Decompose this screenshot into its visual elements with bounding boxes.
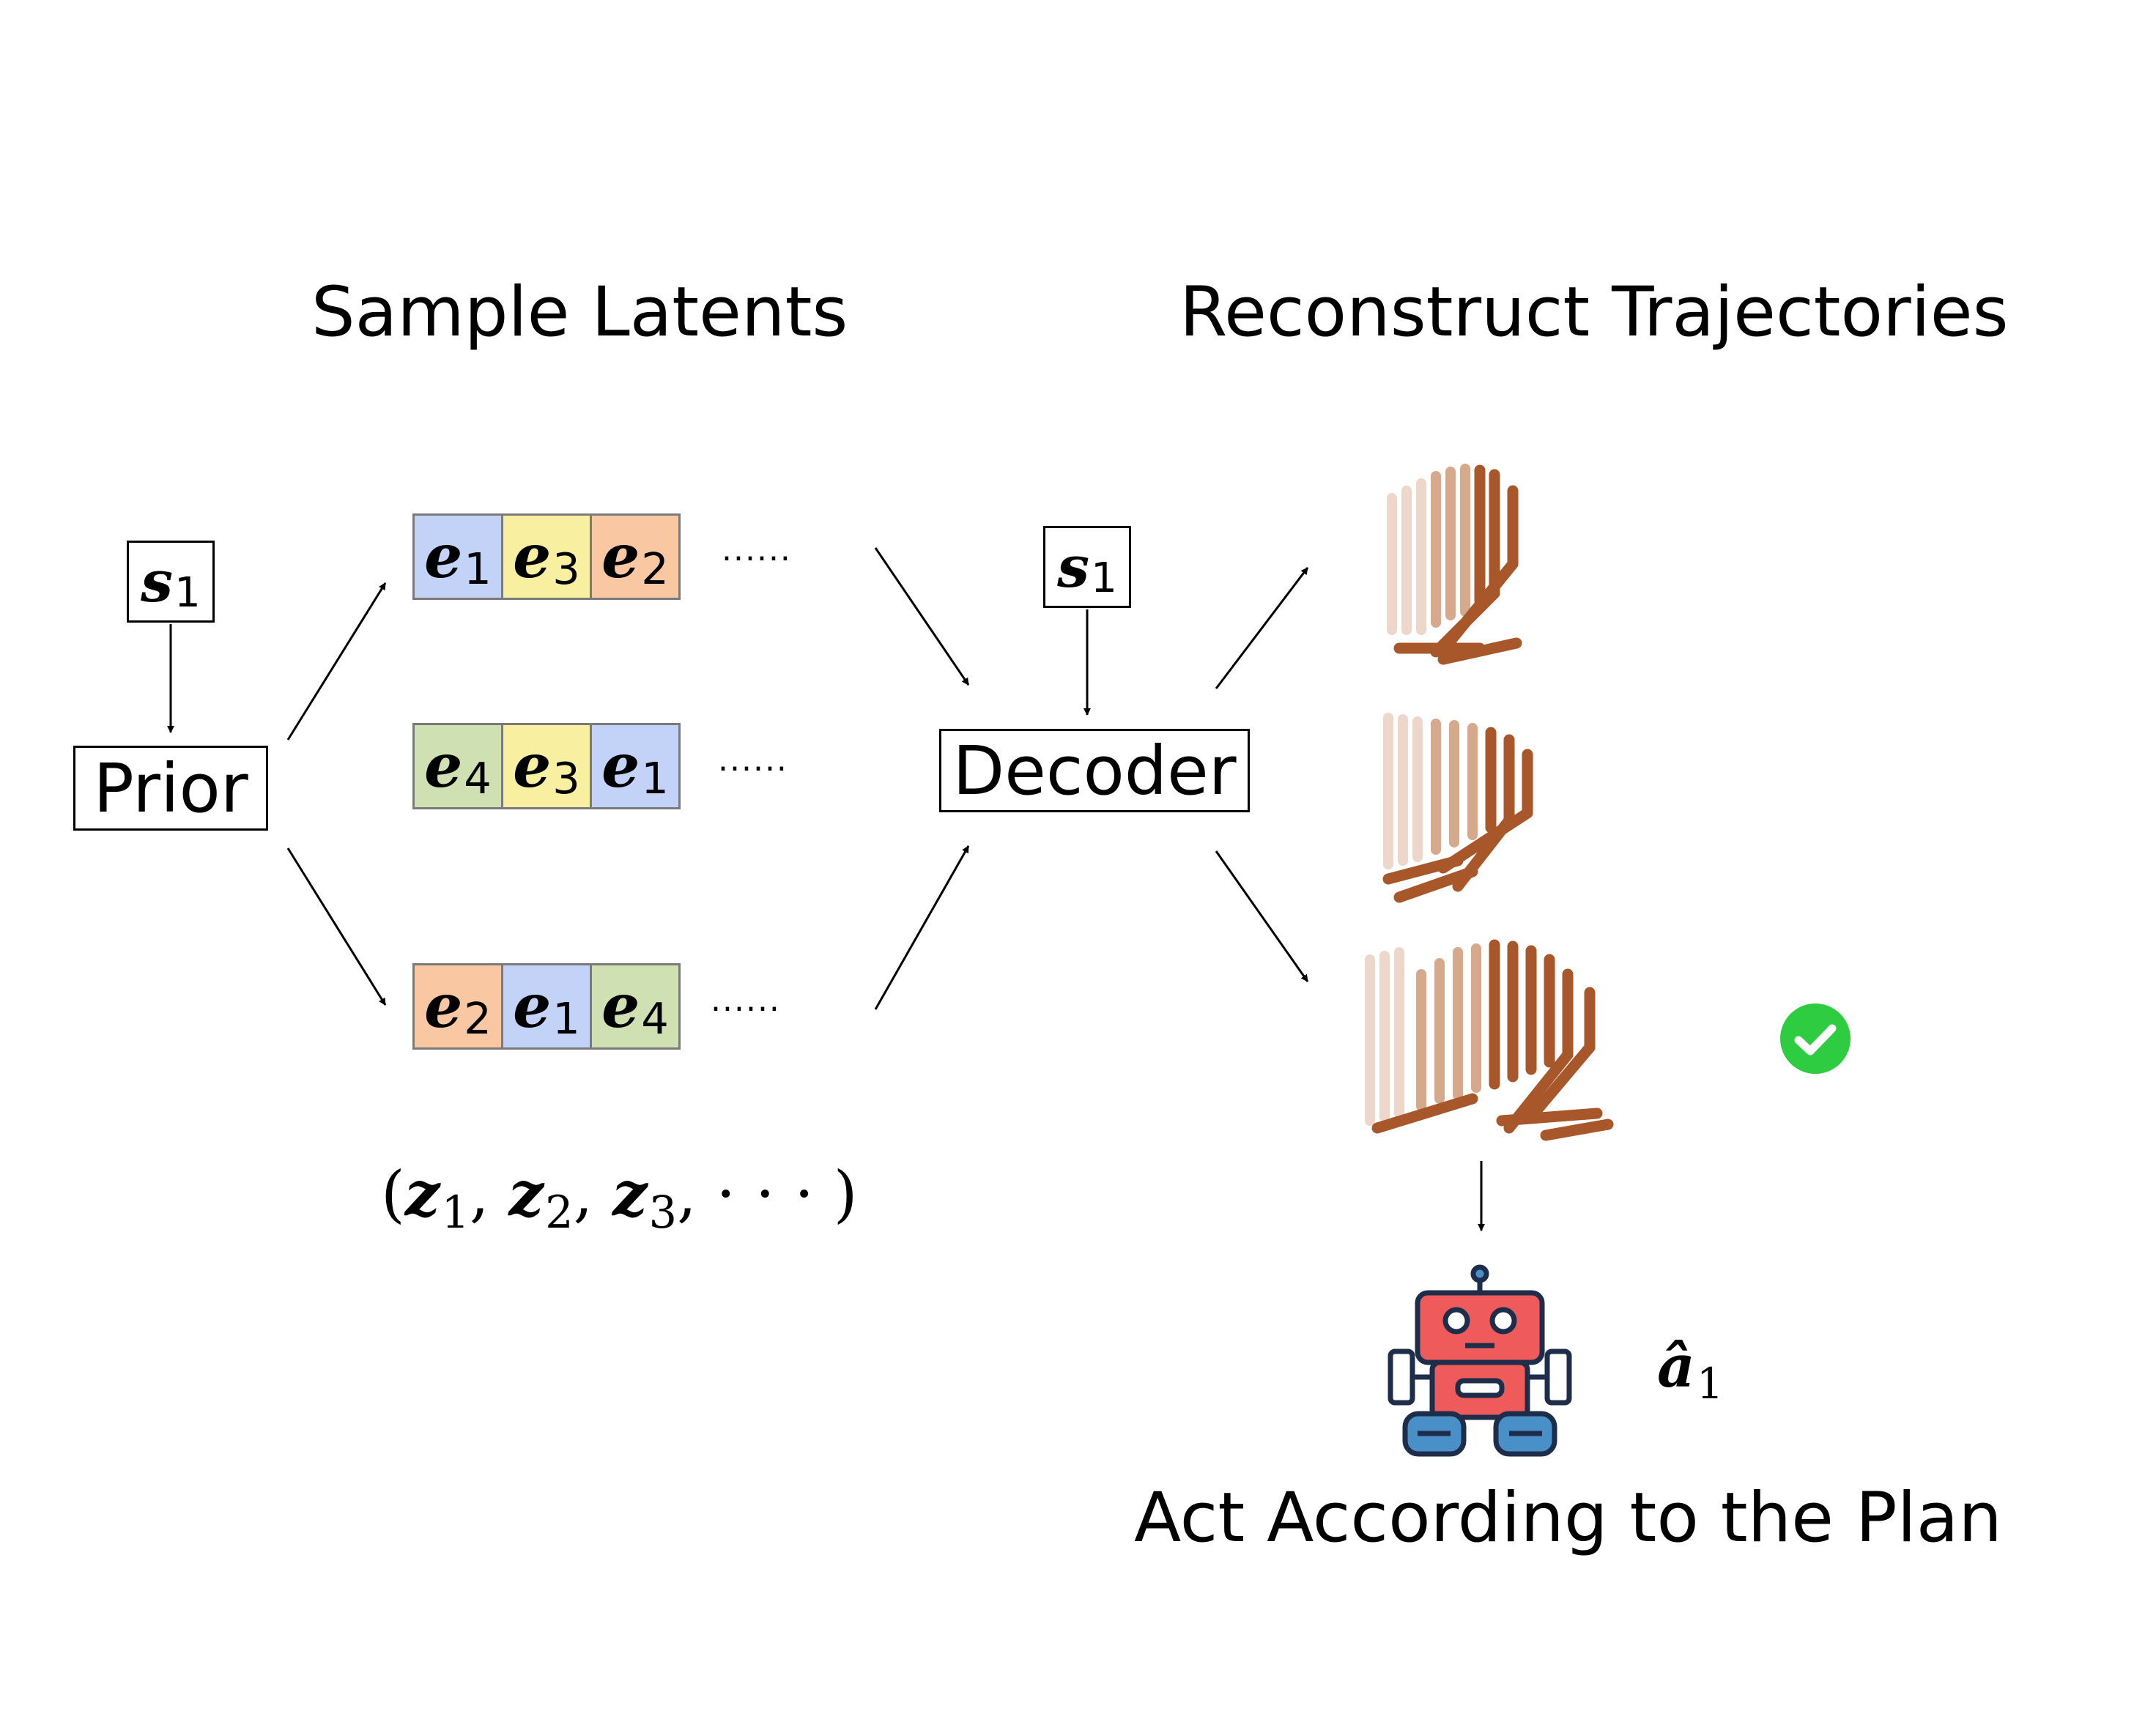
prior-state-symbol: s xyxy=(141,548,174,615)
robot-icon xyxy=(1388,1264,1572,1457)
heading-sample-latents: Sample Latents xyxy=(311,272,848,352)
walker-trajectory-icon xyxy=(1382,713,1533,903)
decoder-state-symbol: s xyxy=(1057,533,1090,601)
decoder-state-subscript: 1 xyxy=(1091,554,1117,603)
arrow-decoder-to-traj3 xyxy=(1215,850,1309,982)
walker-trajectory-icon xyxy=(1365,939,1614,1141)
action-symbol: â1 xyxy=(1657,1332,1724,1409)
latent-tuple-formula: (z1, z2, z3, · · · ) xyxy=(381,1157,858,1239)
check-circle-icon xyxy=(1780,1003,1851,1074)
arrow-prior-to-seq3 xyxy=(286,847,387,1006)
decoder-box: Decoder xyxy=(939,729,1250,812)
heading-act-according-to-plan: Act According to the Plan xyxy=(1134,1478,2002,1558)
decoder-label: Decoder xyxy=(952,731,1237,810)
sequence-continuation-dots: ...... xyxy=(722,531,792,568)
arrow-prior-to-seq1 xyxy=(286,582,387,741)
prior-box: Prior xyxy=(73,746,268,831)
sequence-continuation-dots: ...... xyxy=(718,741,788,779)
arrow-seq3-to-decoder xyxy=(874,845,970,1010)
prior-state-subscript: 1 xyxy=(174,569,201,617)
sequence-continuation-dots: ...... xyxy=(711,982,781,1019)
prior-label: Prior xyxy=(93,749,248,828)
arrow-decoder-to-traj1 xyxy=(1215,567,1309,689)
heading-reconstruct-trajectories: Reconstruct Trajectories xyxy=(1179,272,2009,352)
walker-trajectory-icon xyxy=(1387,464,1522,665)
arrow-seq1-to-decoder xyxy=(874,547,970,686)
